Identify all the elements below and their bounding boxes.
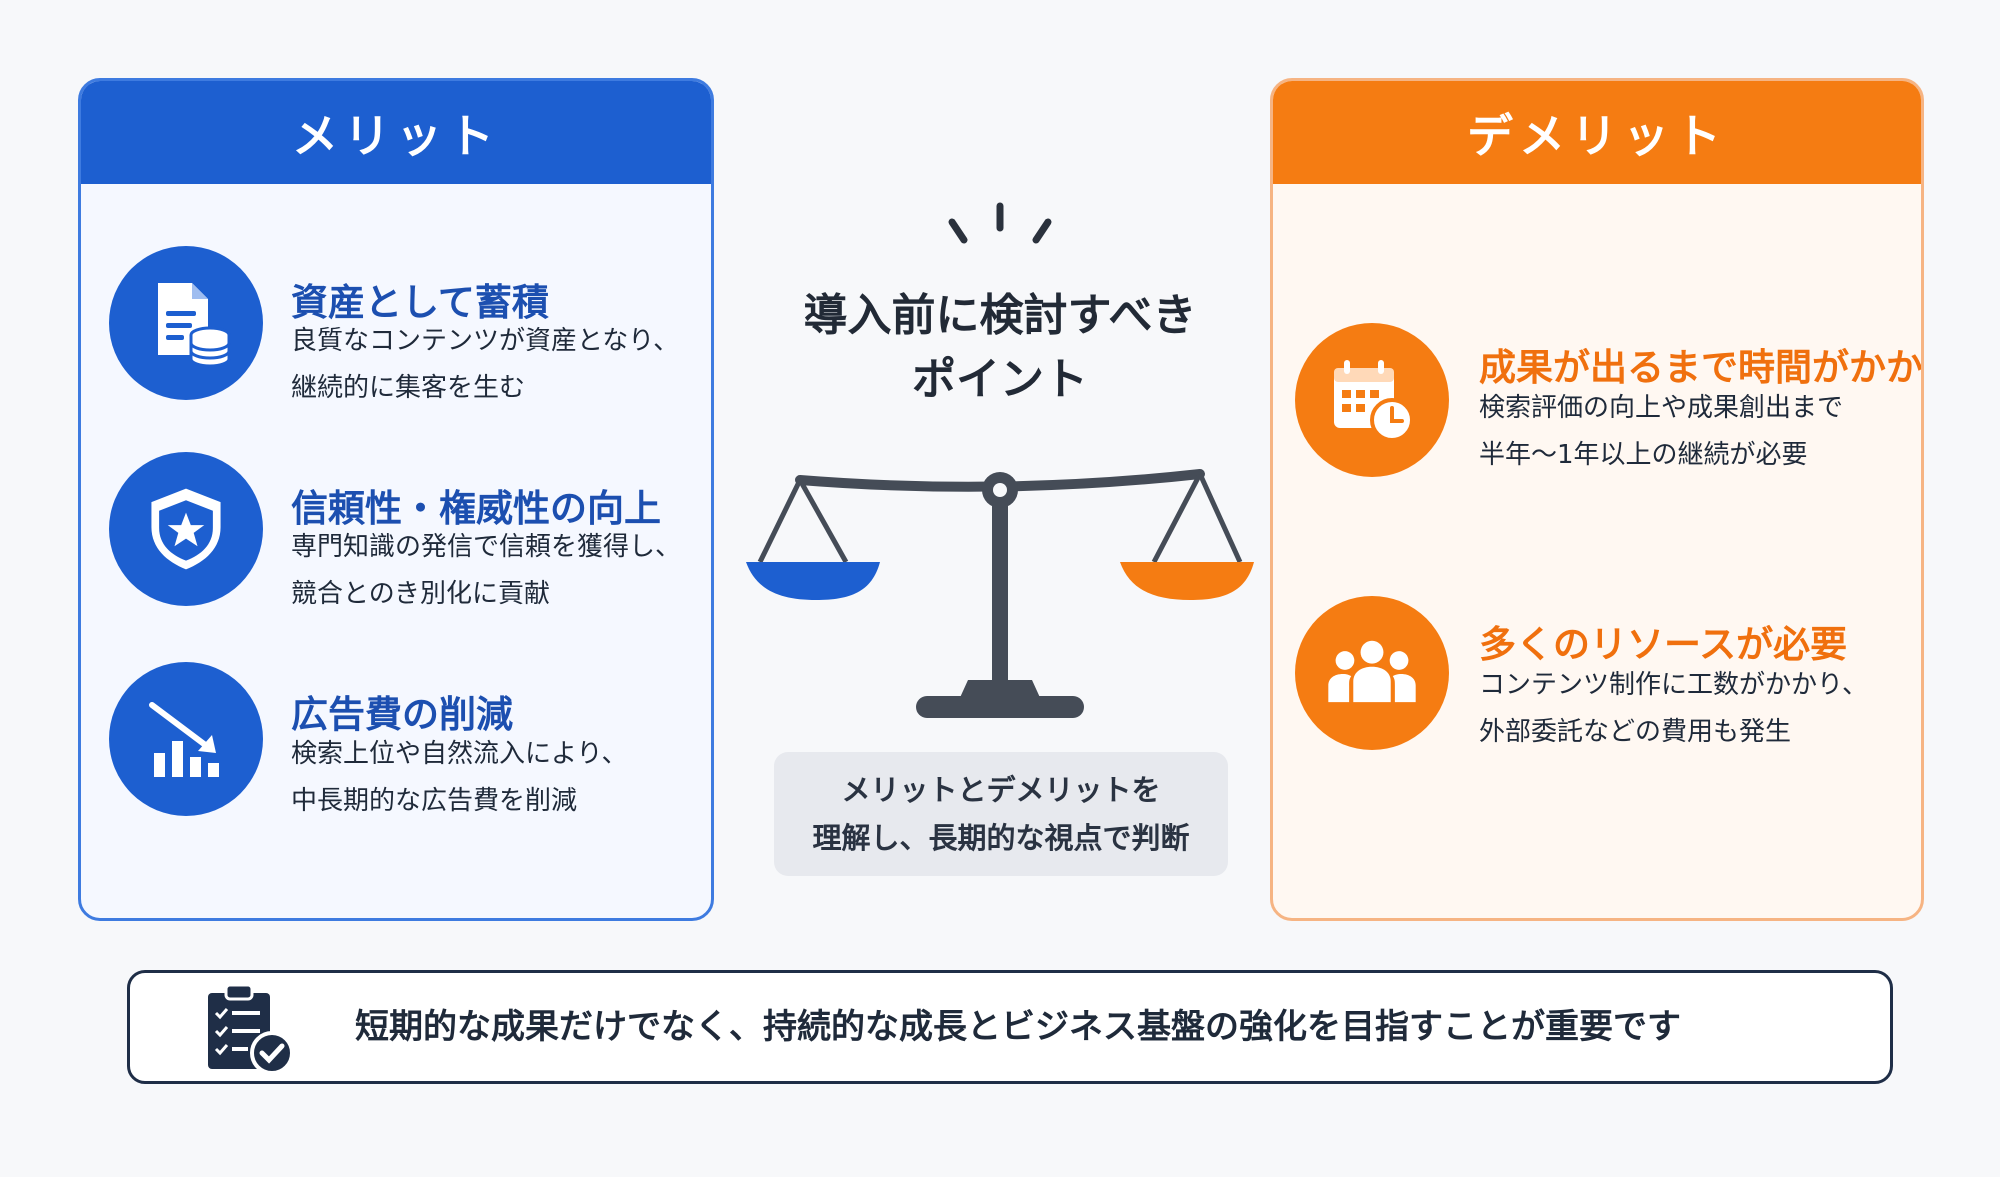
merit-desc-asset-1: 良質なコンテンツが資産となり、 <box>291 326 680 356</box>
people-group-icon <box>1295 596 1449 750</box>
merit-title-ads: 広告費の削減 <box>291 693 513 736</box>
footer-banner: 短期的な成果だけでなく、持続的な成長とビジネス基盤の強化を目指すことが重要です <box>127 970 1893 1084</box>
demerit-desc-resource-1: コンテンツ制作に工数がかかり、 <box>1479 670 1868 700</box>
checklist-clipboard-icon <box>208 983 294 1075</box>
spark-lines-icon <box>948 202 1052 244</box>
center-note: メリットとデメリットを 理解し、長期的な視点で判断 <box>774 752 1228 876</box>
merit-desc-trust-1: 専門知識の発信で信頼を獲得し、 <box>291 532 682 562</box>
balance-scale-icon <box>746 469 1254 718</box>
center-note-line-1: メリットとデメリットを <box>841 773 1161 807</box>
merit-panel: メリット 資産として蓄積 良質なコンテンツが資産となり、 継続的に集客を生む <box>78 78 714 921</box>
chart-down-icon <box>109 662 263 816</box>
merit-desc-ads-1: 検索上位や自然流入により、 <box>291 739 628 769</box>
shield-star-icon <box>109 452 263 606</box>
demerit-panel: デメリット 成果が出るまで時間がかかる 検索評価の向上や成果創出まで 半年〜1年… <box>1270 78 1924 921</box>
merit-desc-ads-2: 中長期的な広告費を削減 <box>291 786 578 816</box>
demerit-title-time: 成果が出るまで時間がかかる <box>1479 346 1924 389</box>
document-coins-icon <box>109 246 263 400</box>
demerit-header: デメリット <box>1273 81 1921 184</box>
center-note-line-2: 理解し、長期的な視点で判断 <box>812 821 1190 855</box>
demerit-title-resource: 多くのリソースが必要 <box>1479 623 1848 666</box>
merit-desc-trust-2: 競合とのき別化に貢献 <box>291 579 550 609</box>
demerit-desc-resource-2: 外部委託などの費用も発生 <box>1479 717 1792 747</box>
center-title-line-1: 導入前に検討すべき <box>803 290 1197 341</box>
footer-text: 短期的な成果だけでなく、持続的な成長とビジネス基盤の強化を目指すことが重要です <box>355 1007 1681 1047</box>
center-title-line-2: ポイント <box>912 354 1088 405</box>
demerit-desc-time-2: 半年〜1年以上の継続が必要 <box>1479 440 1808 470</box>
merit-header: メリット <box>81 81 711 184</box>
calendar-clock-icon <box>1295 323 1449 477</box>
merit-title-trust: 信頼性・権威性の向上 <box>291 487 661 530</box>
center-title: 導入前に検討すべき ポイント <box>770 284 1230 412</box>
demerit-desc-time-1: 検索評価の向上や成果創出まで <box>1479 393 1844 423</box>
merit-title-asset: 資産として蓄積 <box>291 281 549 324</box>
merit-desc-asset-2: 継続的に集客を生む <box>291 373 526 403</box>
